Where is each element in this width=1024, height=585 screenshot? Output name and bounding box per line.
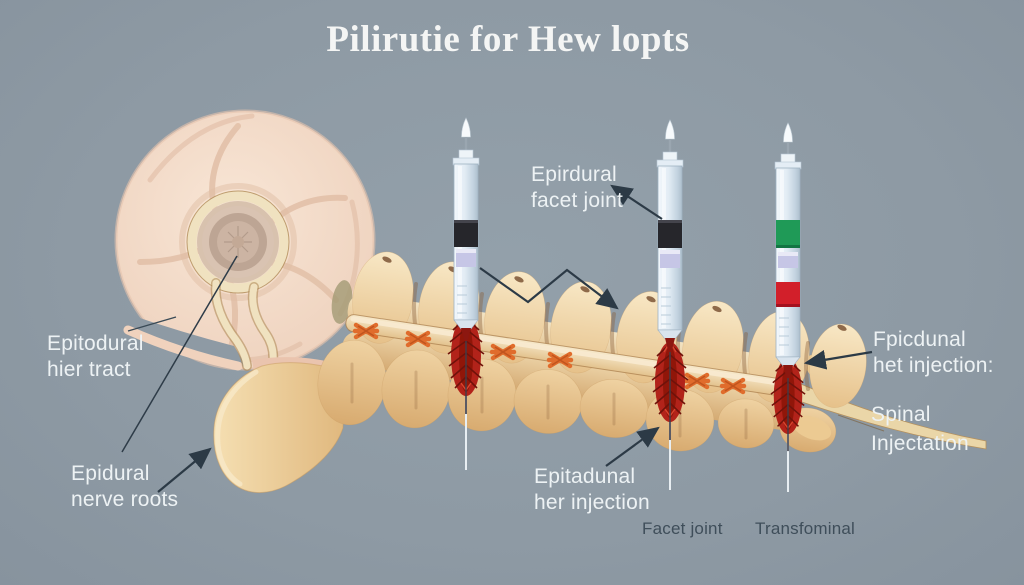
disc-notch — [118, 312, 247, 367]
page-title: Pilirutie for Hew lopts — [326, 19, 690, 60]
label-spinal-injection: Spinal Injectation — [871, 403, 969, 455]
label-epidural-nerve-roots: Epidural nerve roots — [71, 462, 179, 511]
needle-tip-icon — [461, 117, 471, 138]
spine-left-cap — [331, 280, 353, 324]
label-epidural-facet-joint: Epirdural facet joint — [531, 163, 624, 212]
needle-tip-icon — [783, 122, 793, 143]
line-hier-tract-pointer — [127, 316, 177, 332]
syringe-middle — [656, 119, 684, 352]
arrow-zigzag-pointer — [479, 267, 619, 310]
arrow-nerve-roots — [157, 447, 212, 493]
syringe-left — [452, 117, 480, 341]
disc-nucleus — [179, 183, 297, 301]
label-transforaminal: Transfominal — [755, 519, 856, 538]
arrow-her-injection — [605, 426, 660, 467]
disc-cross-section — [114, 109, 376, 371]
syringe-right — [774, 122, 802, 378]
spinal-canal-stem — [210, 278, 279, 371]
pointer-arrows — [121, 184, 873, 493]
line-nucleus-pointer — [121, 255, 238, 453]
arrow-het-injection — [803, 349, 873, 370]
arrow-facet-joint-label — [610, 184, 663, 220]
label-epidural-tract: Epitodural hier tract — [47, 332, 144, 381]
needle-tip-icon — [665, 119, 675, 140]
label-epidural-injection: Epitadunal her injection — [534, 465, 650, 514]
label-injection-right: Fpicdunal het injection: — [873, 328, 994, 377]
label-facet-joint: Facet joint — [642, 519, 723, 538]
